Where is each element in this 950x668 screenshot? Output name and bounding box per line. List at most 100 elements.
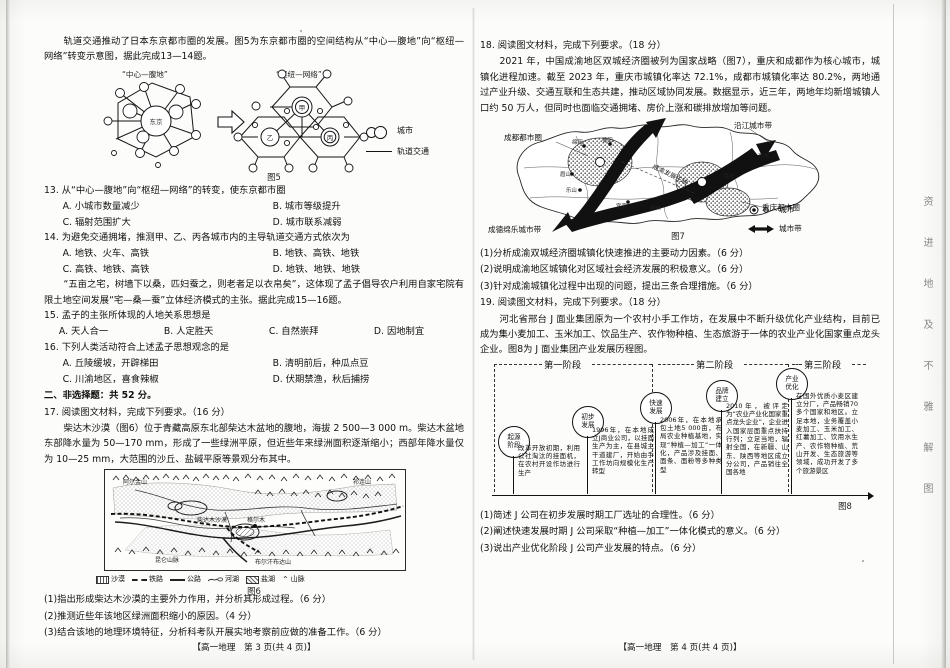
q15-option-a[interactable]: A. 天人合一 bbox=[58, 326, 109, 338]
node-1-stem bbox=[513, 455, 514, 494]
figure-8-node-1: 起源 阶段 bbox=[498, 425, 530, 458]
q15-q16-material: “五亩之宅，树墙下以桑，匹妇蚕之，则老者足以衣帛矣”，这体现了孟子倡导农户利用自… bbox=[44, 279, 464, 306]
right-page-column: 18. 阅读图文材料，完成下列要求。（18 分） 2021 年，中国成渝地区双城… bbox=[480, 38, 880, 557]
q14-option-d[interactable]: D. 地铁、地铁、地铁 bbox=[272, 263, 361, 275]
legend-item-salt-lake: 盐湖 bbox=[246, 572, 275, 587]
legend-item-rail: 轨道交通 bbox=[366, 144, 429, 159]
figure-8-text-1: 改革开放初期，利用公社淘汰的挂面机，在农村开设作坊进行生产 bbox=[518, 443, 580, 477]
city-symbol-icon bbox=[749, 205, 769, 215]
phase1-rule-left bbox=[494, 363, 542, 365]
node-4-label: 品牌 建立 bbox=[715, 387, 729, 403]
svg-text:东京: 东京 bbox=[150, 117, 164, 126]
q13-option-b[interactable]: B. 城市等级提升 bbox=[272, 201, 341, 213]
figure-7: 绵阳德阳 眉山乐山 宜宾泸州 南充万州 成渝发展主轴 成都都市圈 重庆都市圈 沿… bbox=[480, 116, 880, 246]
figure-8-node-4: 品牌 建立 bbox=[706, 379, 738, 412]
city-circles-icon bbox=[366, 125, 392, 139]
svg-text:格尔木: 格尔木 bbox=[247, 516, 265, 524]
q14-option-b[interactable]: B. 地铁、高铁、地铁 bbox=[272, 248, 360, 260]
figure-7-caption: 图7 bbox=[671, 231, 685, 242]
railway-line-icon bbox=[132, 578, 147, 581]
figure-8: 第一阶段 第二阶段 第三阶段 起源 阶段 改革开放初期，利用公社淘汰的挂面机，在… bbox=[480, 358, 880, 511]
phase1-rule-right bbox=[592, 363, 652, 365]
q14-option-c[interactable]: C. 高铁、地铁、高铁 bbox=[62, 263, 150, 275]
figure-7-label-chengdemianle-belt: 成德绵乐城市带 bbox=[488, 225, 542, 235]
question-19-subquestions: (1)简述 J 公司在初步发展时期工厂选址的合理性。（6 分） (2)阐述快速发… bbox=[480, 508, 880, 556]
legend-item-river-lake: 河湖 bbox=[208, 572, 239, 587]
node-2-stem bbox=[587, 435, 588, 494]
phase2-rule-left bbox=[658, 363, 694, 365]
svg-text:乐山: 乐山 bbox=[566, 186, 577, 194]
q16-option-d[interactable]: D. 伏期禁渔，秋后捕捞 bbox=[272, 373, 370, 385]
figure-8-text-4: 2010年，被评定为“农业产业化国家重点龙头企业”，企业进入国家层面重点扶持行列… bbox=[726, 401, 788, 477]
figure-6-graphic: 阿尔金山 祁连山 昆仑山脉 布尔汗布达山 柴达木沙漠 格尔木 bbox=[105, 470, 405, 571]
svg-text:德阳: 德阳 bbox=[602, 136, 613, 144]
question-17-stem: 17. 阅读图文材料，完成下列要求。（16 分） bbox=[44, 406, 230, 418]
node-3-label: 快速 发展 bbox=[649, 399, 663, 415]
legend-label-river-lake: 河湖 bbox=[225, 575, 239, 584]
legend-item-highway: 公路 bbox=[170, 572, 201, 587]
legend-label-rail: 轨道交通 bbox=[397, 147, 429, 157]
page-left-edge-shadow bbox=[6, 0, 10, 668]
figure-8-node-2: 初步 发展 bbox=[572, 405, 604, 438]
left-page-column: 轨道交通推动了日本东京都市圈的发展。图5为东京都市圈的空间结构从“中心—腹地”向… bbox=[44, 34, 464, 641]
question-13-options: A. 小城市数量减少 B. 城市等级提升 C. 辐射范围扩大 D. 城市联系减弱 bbox=[44, 199, 464, 230]
legend-label-railway: 铁路 bbox=[149, 575, 163, 584]
q19-sub-3: (3)说出产业优化阶段 J 公司产业发展的特点。（6 分） bbox=[480, 542, 702, 554]
figure-8-text-3: 2006年，在本地承包土地5 000亩，布局农业种植基地，实现“种植—加工”一体… bbox=[660, 415, 722, 474]
q15-option-c[interactable]: C. 自然崇拜 bbox=[268, 326, 319, 338]
phase-divider-1-2 bbox=[652, 363, 653, 492]
q13-option-d[interactable]: D. 城市联系减弱 bbox=[272, 216, 342, 228]
svg-text:南充: 南充 bbox=[724, 172, 735, 180]
question-19-stem: 19. 阅读图文材料，完成下列要求。（18 分） bbox=[480, 297, 666, 309]
q15-option-d[interactable]: D. 因地制宜 bbox=[373, 326, 425, 338]
q16-option-c[interactable]: C. 川渝地区，喜食辣椒 bbox=[62, 373, 159, 385]
figure-8-text-2: 1996年，在本地成立J商业公司，以挂面生产为主，在县城主干道建厂，开始由手工作… bbox=[592, 425, 654, 476]
q13-option-a[interactable]: A. 小城市数量减少 bbox=[62, 201, 140, 213]
q13-option-c[interactable]: C. 辐射范围扩大 bbox=[62, 216, 131, 228]
q17-sub-3: (3)结合该地的地理环境特征，分析科考队开展实地考察前应做的准备工作。（6 分） bbox=[44, 626, 387, 638]
legend-label-city7: 城市 bbox=[779, 205, 795, 215]
phase-divider-2-3 bbox=[788, 363, 789, 492]
node-3-stem bbox=[655, 421, 656, 494]
phase-divider-start bbox=[494, 363, 495, 492]
phase3-rule-left bbox=[792, 363, 802, 365]
svg-text:万州: 万州 bbox=[758, 153, 769, 160]
q18-sub-3: (3)针对成渝城镇化过程中出现的问题，提出三条合理措施。（6 分） bbox=[480, 280, 758, 292]
node-2-label: 初步 发展 bbox=[581, 413, 595, 429]
q16-option-b[interactable]: B. 清明前后，种瓜点豆 bbox=[272, 358, 369, 370]
question-16-stem: 16. 下列人类活动符合上述孟子思想观念的是 bbox=[44, 341, 230, 353]
figure-5: “中心—腹地” “枢纽—网络” 东京 bbox=[44, 65, 464, 183]
figure-8-phase-3: 第三阶段 bbox=[804, 359, 842, 371]
svg-text:甲: 甲 bbox=[299, 104, 306, 112]
figure-7-label-yangtze-belt: 沿江城市带 bbox=[734, 121, 772, 131]
q14-option-a[interactable]: A. 地铁、火车、高铁 bbox=[62, 248, 150, 260]
figure-8-node-3: 快速 发展 bbox=[640, 391, 672, 424]
figure-5-caption: 图5 bbox=[267, 171, 281, 182]
node-4-stem bbox=[721, 409, 722, 494]
q17-sub-2: (2)推测近些年该地区绿洲面积缩小的原因。（4 分） bbox=[44, 610, 257, 622]
node-5-label: 产业 优化 bbox=[785, 375, 799, 391]
svg-text:绵阳: 绵阳 bbox=[572, 138, 583, 146]
section-two-heading: 二、非选择题：共 52 分。 bbox=[44, 390, 157, 402]
question-17-material: 柴达木沙漠（图6）位于青藏高原东北部柴达木盆地的腹地，海拔 2 500—3 00… bbox=[44, 422, 464, 465]
svg-text:昆仑山脉: 昆仑山脉 bbox=[155, 556, 179, 564]
river-lake-icon bbox=[208, 577, 223, 582]
question-19-material: 河北省邢台 J 面业集团原为一个农村小手工作坊，在发展中不断升级优化产业结构，目… bbox=[480, 313, 880, 356]
question-16-options: A. 丘陵缓坡，开辟梯田 B. 清明前后，种瓜点豆 C. 川渝地区，喜食辣椒 D… bbox=[44, 356, 464, 387]
scan-speck-2 bbox=[862, 560, 864, 562]
question-17-subquestions: (1)指出形成柴达木沙漠的主要外力作用，并分析其形成过程。（6 分） (2)推测… bbox=[44, 592, 464, 640]
svg-text:祁连山: 祁连山 bbox=[353, 478, 371, 486]
figure-7-graphic: 绵阳德阳 眉山乐山 宜宾泸州 南充万州 成渝发展主轴 bbox=[516, 118, 820, 233]
legend-label-salt-lake: 盐湖 bbox=[261, 575, 275, 584]
figure-8-timeline-axis bbox=[492, 491, 874, 500]
q16-option-a[interactable]: A. 丘陵缓坡，开辟梯田 bbox=[62, 358, 159, 370]
legend-item-railway: 铁路 bbox=[132, 572, 163, 587]
page-gutter-fold bbox=[472, 8, 475, 660]
figure-6-caption: 图6 bbox=[247, 586, 261, 597]
q15-option-b[interactable]: B. 人定胜天 bbox=[163, 326, 214, 338]
question-15-options: A. 天人合一 B. 人定胜天 C. 自然崇拜 D. 因地制宜 bbox=[44, 324, 464, 339]
figure-7-label-chengdu-metro: 成都都市圈 bbox=[504, 133, 542, 143]
legend-item-citybelt: 城市带 bbox=[748, 221, 802, 236]
legend-item-mountain: ⌃山脉 bbox=[282, 572, 305, 587]
